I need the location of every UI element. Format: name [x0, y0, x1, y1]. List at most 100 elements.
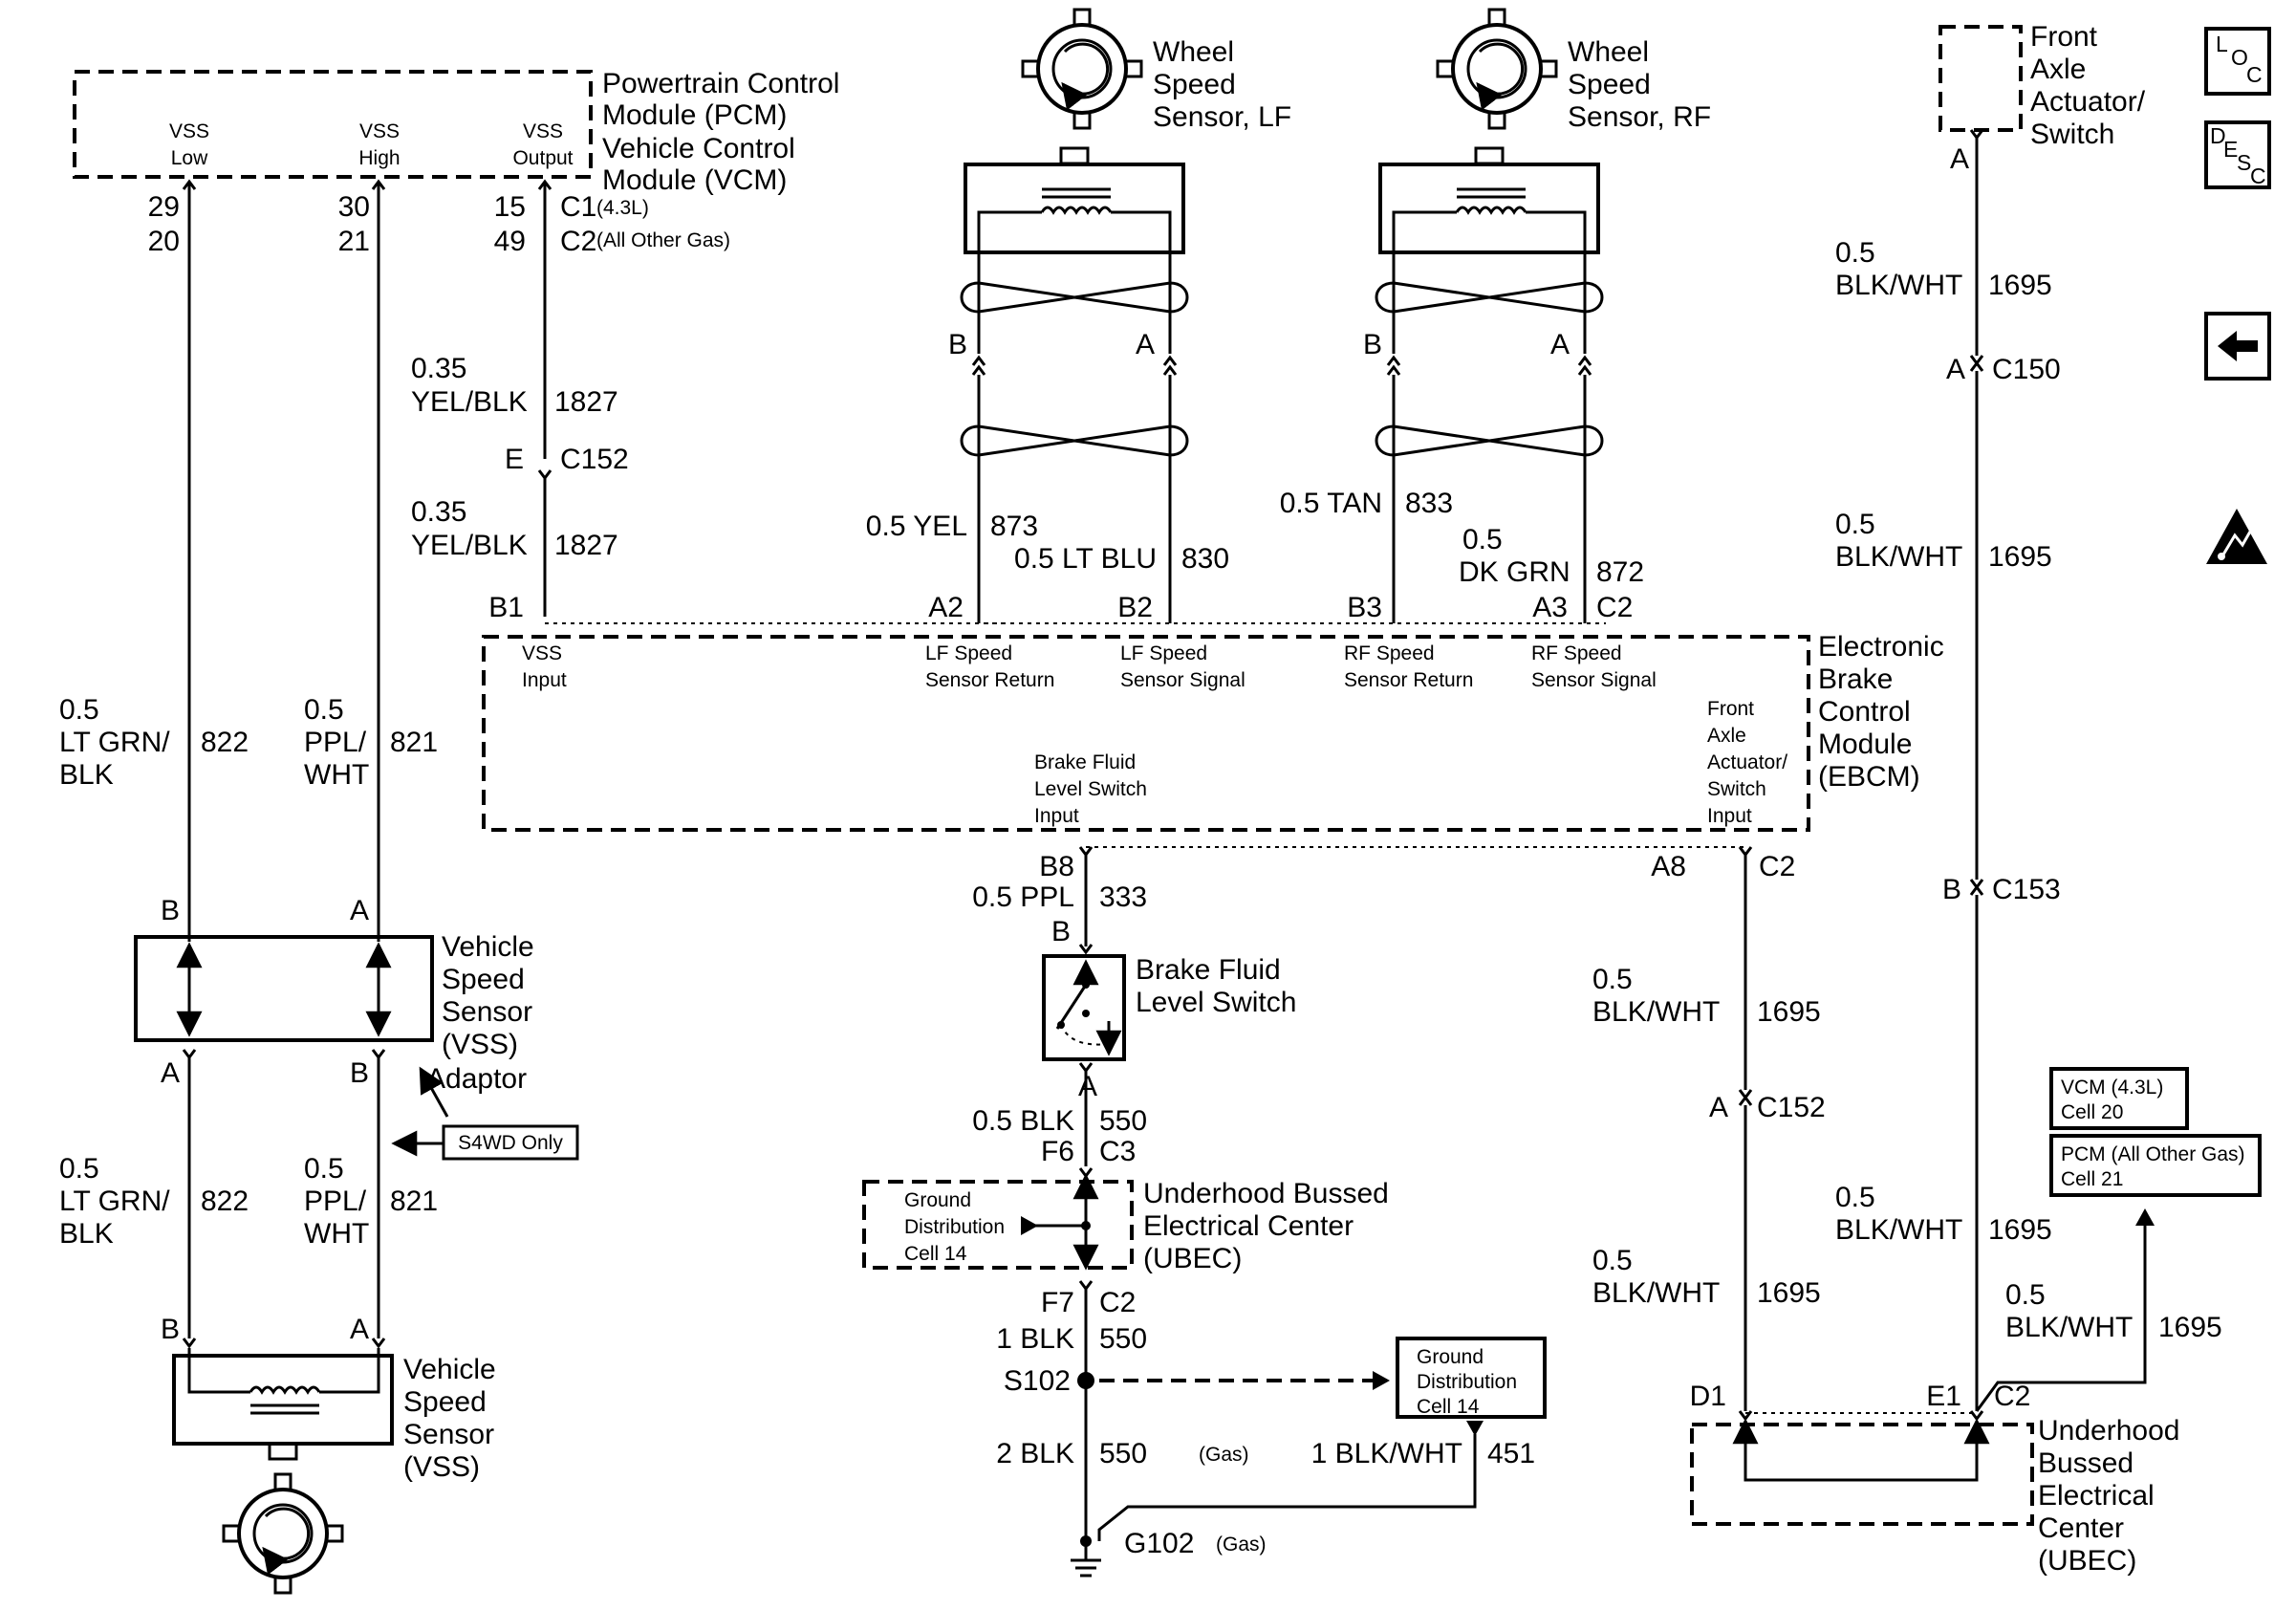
svg-text:(Gas): (Gas)	[1216, 1534, 1267, 1556]
svg-text:VSS: VSS	[522, 642, 562, 664]
svg-text:Center: Center	[2038, 1512, 2124, 1544]
svg-text:0.5: 0.5	[1592, 964, 1633, 995]
ebcm-connector: C2	[1596, 592, 1633, 623]
svg-text:Axle: Axle	[2030, 54, 2086, 85]
left-wiring	[182, 179, 1004, 942]
side-icons: L O C D E S C	[2204, 27, 2271, 564]
svg-text:C: C	[2246, 62, 2263, 87]
svg-text:BLK: BLK	[59, 759, 114, 791]
svg-text:873: 873	[990, 511, 1038, 542]
svg-text:830: 830	[1181, 543, 1229, 575]
ebcm-pin-a2: A2	[928, 592, 964, 623]
svg-text:1695: 1695	[1757, 1277, 1821, 1309]
svg-text:Underhood: Underhood	[2038, 1415, 2179, 1447]
svg-text:C153: C153	[1992, 874, 2061, 905]
svg-text:550: 550	[1099, 1323, 1147, 1355]
svg-text:F7: F7	[1041, 1287, 1074, 1318]
svg-text:C3: C3	[1099, 1136, 1136, 1167]
svg-text:C2: C2	[1099, 1287, 1136, 1318]
ebcm-module: Electronic Brake Control Module (EBCM) V…	[482, 631, 1944, 832]
svg-text:PCM (All Other Gas): PCM (All Other Gas)	[2061, 1143, 2245, 1165]
svg-text:WHT: WHT	[304, 1218, 369, 1250]
splice-s102: S102	[1004, 1365, 1071, 1397]
svg-text:821: 821	[390, 727, 438, 758]
ubec-middle: Ground Distribution Cell 14 Underhood Bu…	[862, 1173, 1547, 1577]
svg-text:(UBEC): (UBEC)	[1143, 1243, 1242, 1274]
svg-text:451: 451	[1487, 1438, 1535, 1469]
svg-text:B: B	[161, 1314, 180, 1345]
svg-text:LF Speed: LF Speed	[1120, 642, 1207, 664]
back-arrow-icon[interactable]	[2204, 312, 2271, 381]
vss-tone-wheel-icon	[222, 1472, 344, 1595]
svg-text:Electrical Center: Electrical Center	[1143, 1210, 1354, 1242]
svg-text:E: E	[2223, 137, 2238, 162]
svg-text:BLK/WHT: BLK/WHT	[1835, 270, 1962, 301]
vss-output-wire: 0.35 YEL/BLK 1827 E C152 0.35 YEL/BLK 18…	[411, 353, 629, 623]
svg-text:Sensor, RF: Sensor, RF	[1568, 101, 1711, 133]
svg-text:Level Switch: Level Switch	[1136, 987, 1296, 1018]
svg-text:833: 833	[1405, 488, 1453, 519]
loc-icon[interactable]: L O C	[2204, 27, 2271, 96]
svg-text:Module: Module	[1818, 729, 1912, 760]
svg-text:A: A	[1078, 1071, 1097, 1102]
svg-text:0.35: 0.35	[411, 496, 466, 528]
esd-warning-icon	[2206, 509, 2267, 564]
svg-text:D: D	[2210, 123, 2226, 148]
pcm-title-3: Vehicle Control	[602, 133, 795, 164]
ebcm-a8-circuit: 0.5 BLK/WHT 1695 A C152 0.5 BLK/WHT 1695	[1592, 846, 1826, 1411]
svg-text:(EBCM): (EBCM)	[1818, 761, 1920, 793]
svg-text:Speed: Speed	[403, 1386, 487, 1418]
pcm-pin-label: VSS	[359, 120, 400, 142]
svg-text:Cell 14: Cell 14	[1417, 1396, 1480, 1418]
svg-text:Input: Input	[1707, 805, 1752, 827]
svg-text:B: B	[161, 895, 180, 926]
pcm-title-1: Powertrain Control	[602, 68, 839, 99]
svg-text:Distribution: Distribution	[904, 1216, 1005, 1238]
svg-text:Control: Control	[1818, 696, 1911, 728]
svg-text:Brake Fluid: Brake Fluid	[1136, 954, 1281, 986]
pcm-pin-label: High	[358, 147, 400, 169]
pcm-pin-label: VSS	[169, 120, 209, 142]
svg-text:C: C	[2250, 163, 2266, 188]
pcm-pin-number: 49	[494, 226, 526, 257]
svg-text:LT GRN/: LT GRN/	[59, 1186, 170, 1217]
wheel-speed-sensor-lf: Wheel Speed Sensor, LF B A 0.5 YEL 873 0…	[866, 8, 1291, 623]
svg-text:0.5 LT BLU: 0.5 LT BLU	[1014, 543, 1157, 575]
svg-text:1 BLK: 1 BLK	[996, 1323, 1074, 1355]
svg-text:0.5: 0.5	[59, 1153, 99, 1185]
svg-text:C152: C152	[1757, 1092, 1826, 1123]
desc-icon[interactable]: D E S C	[2204, 120, 2271, 189]
svg-text:B: B	[350, 1057, 369, 1089]
svg-text:Input: Input	[1034, 805, 1079, 827]
svg-text:Cell 21: Cell 21	[2061, 1168, 2123, 1190]
ubec-right: D1 E1 C2 Underhood Bussed Electrical Cen…	[1690, 1381, 2180, 1577]
svg-text:0.5 TAN: 0.5 TAN	[1280, 488, 1382, 519]
svg-text:A: A	[161, 1057, 180, 1089]
svg-text:(UBEC): (UBEC)	[2038, 1545, 2136, 1577]
svg-text:0.5: 0.5	[1462, 524, 1503, 555]
svg-text:A: A	[1946, 354, 1965, 385]
ground-icon	[1071, 1535, 1101, 1577]
cell-references: VCM (4.3L) Cell 20 PCM (All Other Gas) C…	[1975, 1067, 2262, 1412]
svg-text:C150: C150	[1992, 354, 2061, 385]
wheel-speed-sensor-rf: Wheel Speed Sensor, RF B A 0.5 TAN 833 0…	[1280, 8, 1711, 623]
svg-text:BLK/WHT: BLK/WHT	[1592, 996, 1720, 1028]
svg-text:0.5: 0.5	[304, 694, 344, 726]
ebcm-pin-b2: B2	[1117, 592, 1153, 623]
svg-text:A8: A8	[1651, 851, 1686, 882]
svg-text:0.5: 0.5	[304, 1153, 344, 1185]
svg-text:0.5: 0.5	[59, 694, 99, 726]
svg-text:Switch: Switch	[2030, 119, 2114, 150]
svg-text:O: O	[2231, 45, 2248, 70]
svg-text:1 BLK/WHT: 1 BLK/WHT	[1311, 1438, 1462, 1469]
pcm-pin-number: 21	[338, 226, 370, 257]
vss-adaptor: B A Vehicle Speed Sensor (VSS) Adaptor A…	[134, 895, 579, 1338]
svg-text:Sensor Return: Sensor Return	[925, 669, 1054, 691]
svg-text:Speed: Speed	[1153, 69, 1236, 100]
pcm-connector-c1: C1	[560, 191, 596, 223]
svg-text:A: A	[1550, 329, 1570, 360]
svg-text:Electrical: Electrical	[2038, 1480, 2155, 1512]
svg-text:1695: 1695	[1988, 541, 2052, 573]
svg-text:PPL/: PPL/	[304, 727, 367, 758]
